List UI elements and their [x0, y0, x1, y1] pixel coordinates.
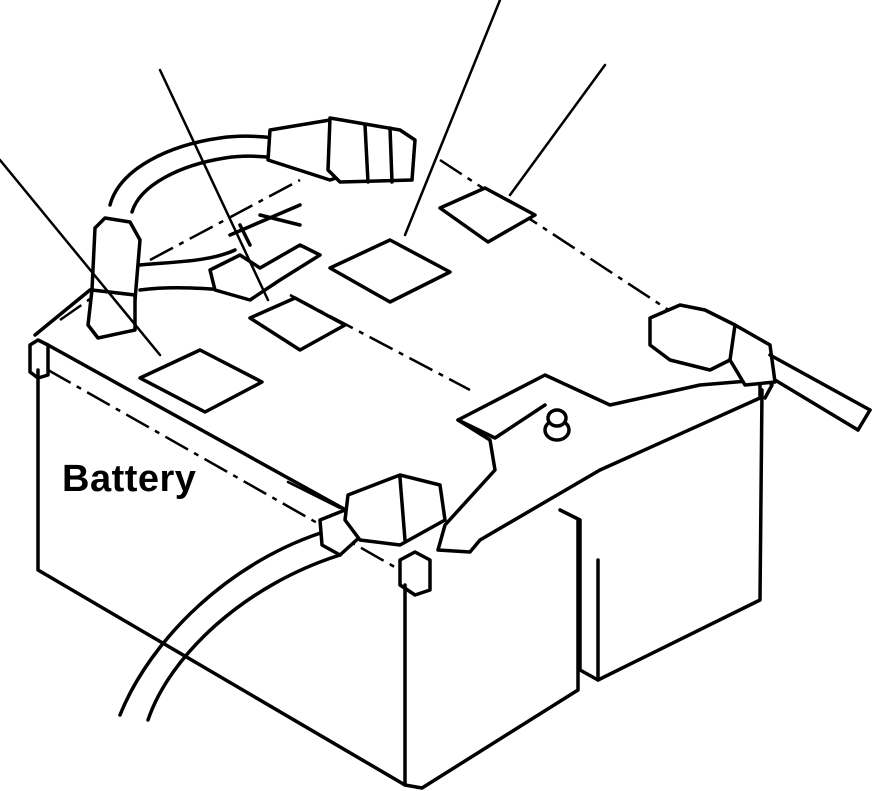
rear-battery	[558, 388, 764, 682]
pad-3	[328, 238, 452, 304]
leader-lines	[0, 0, 607, 510]
rear-cable	[86, 116, 417, 340]
front-cable	[118, 473, 447, 722]
leader-line-2	[158, 68, 270, 302]
leader-line-4	[508, 63, 607, 197]
label-pads	[138, 186, 537, 414]
battery-label: Battery	[62, 458, 197, 500]
side-cable	[648, 303, 872, 432]
pad-4	[438, 186, 537, 244]
pad-1	[138, 348, 264, 414]
leader-line-1	[0, 158, 162, 357]
hold-down-bracket	[436, 373, 762, 554]
pad-2	[248, 296, 347, 352]
leader-line-3	[403, 0, 502, 237]
leader-line-5	[286, 480, 342, 510]
